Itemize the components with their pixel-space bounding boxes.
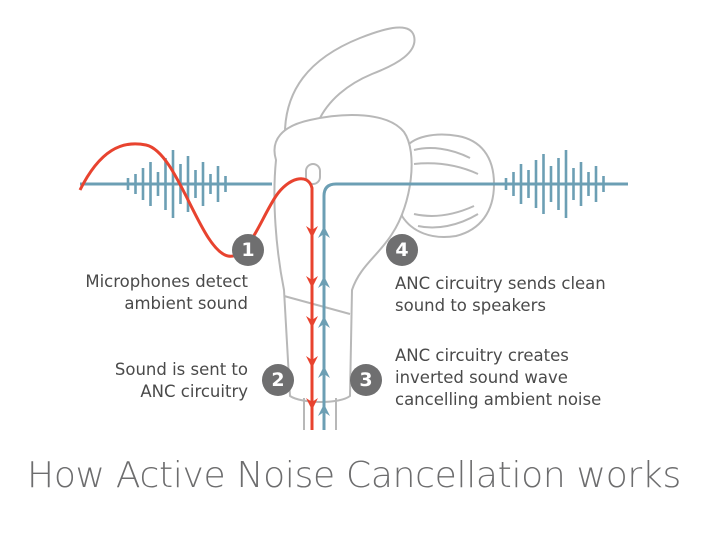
earbud-body-icon [273, 114, 413, 403]
step-2-label: Sound is sent to ANC circuitry [114, 360, 248, 401]
step-3-label: ANC circuitry creates inverted sound wav… [395, 346, 602, 409]
cable-icon [303, 398, 337, 430]
arrow-down-icon [306, 356, 318, 368]
step-4-badge: 4 [386, 234, 418, 266]
arrow-up-icon [318, 316, 330, 328]
arrow-up-icon [318, 226, 330, 238]
ear-fin-icon [283, 26, 416, 141]
arrow-up-icon [318, 366, 330, 378]
step-1-badge: 1 [232, 234, 264, 266]
ambient-noise-wave [78, 142, 314, 430]
microphone-port-icon [305, 163, 321, 185]
arrow-up-icon [318, 404, 330, 416]
step-4-label: ANC circuitry sends clean sound to speak… [395, 274, 606, 315]
anti-noise-signal-line [322, 182, 628, 430]
arrows-up [318, 226, 330, 416]
step-2-badge: 2 [262, 364, 294, 396]
arrows-down [306, 226, 318, 410]
arrow-down-icon [306, 226, 318, 238]
arrow-down-icon [306, 398, 318, 410]
arrow-down-icon [306, 316, 318, 328]
arrow-up-icon [318, 276, 330, 288]
earbud-outline-icon [273, 26, 495, 430]
arrow-down-icon [306, 276, 318, 288]
diagram-title: How Active Noise Cancellation works [27, 455, 681, 496]
step-3-badge: 3 [350, 364, 382, 396]
step-1-label: Microphones detect ambient sound [85, 272, 248, 313]
